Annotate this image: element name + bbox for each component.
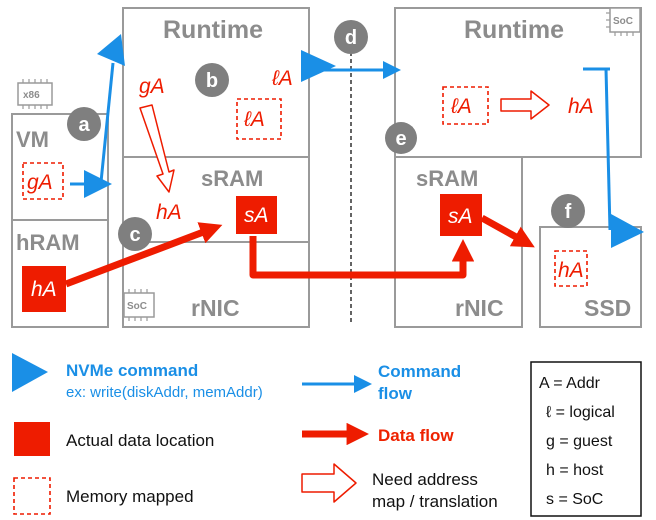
legend-memory-mapped: Memory mapped <box>66 487 194 506</box>
step-e-label: e <box>395 128 406 150</box>
hram-ha-label: hA <box>31 278 57 301</box>
right-la-label: ℓA <box>450 95 472 118</box>
hram-label: hRAM <box>16 230 80 255</box>
right-la-mapped-box <box>442 86 489 125</box>
step-d-badge: d <box>334 20 368 54</box>
x86-chip-icon: x86 <box>17 79 53 109</box>
legend: NVMe command ex: write(diskAddr, memAddr… <box>12 353 498 515</box>
key-line-host: h = host <box>546 462 604 479</box>
step-f-label: f <box>565 201 572 223</box>
translation-arrow-lA-to-hA <box>500 90 550 120</box>
soc-chip-right-icon: SoC <box>606 7 641 36</box>
runtime-ga-label: gA <box>139 75 165 98</box>
legend-need-map-1: Need address <box>372 470 478 489</box>
step-b-badge: b <box>195 63 229 97</box>
translation-arrow-gA-to-hA <box>139 104 175 193</box>
legend-nvme-title: NVMe command <box>66 361 198 380</box>
vm-ga-label: gA <box>27 171 53 194</box>
step-f-badge: f <box>551 194 585 228</box>
step-d-label: d <box>345 27 357 49</box>
runtime-la-label: ℓA <box>271 67 293 90</box>
key-line-soc: s = SoC <box>546 491 603 508</box>
step-e-badge: e <box>385 122 417 154</box>
legend-command-flow-2: flow <box>378 384 413 403</box>
legend-data-flow: Data flow <box>378 426 454 445</box>
sram-left-sa-block <box>236 196 277 234</box>
legend-actual-data: Actual data location <box>66 431 214 450</box>
step-c-badge: c <box>118 217 152 251</box>
key-line-addr: A = Addr <box>539 375 601 392</box>
runtime-right-box <box>394 7 642 158</box>
x86-chip-label: x86 <box>23 90 40 101</box>
runtime-la-boxed-label: ℓA <box>243 108 265 131</box>
ssd-ha-mapped-box <box>554 250 588 287</box>
sram-left-label: sRAM <box>201 166 263 191</box>
legend-nvme-example: ex: write(diskAddr, memAddr) <box>66 384 263 401</box>
rnic-right-label: rNIC <box>455 295 504 321</box>
key-line-logical: ℓ = logical <box>546 404 615 421</box>
legend-nvme-command-icon <box>12 353 48 392</box>
step-a-label: a <box>78 114 90 136</box>
vm-label: VM <box>16 127 49 152</box>
soc-chip-left-icon: SoC <box>123 289 155 321</box>
key-line-guest: g = guest <box>546 433 613 450</box>
rnic-left-label: rNIC <box>191 295 240 321</box>
step-c-label: c <box>129 224 140 246</box>
legend-memory-mapped-icon <box>13 477 51 515</box>
legend-need-map-2: map / translation <box>372 492 498 511</box>
legend-translation-icon <box>301 463 357 503</box>
data-flow-arrows <box>64 214 535 288</box>
runtime-la-mapped-box <box>236 98 282 140</box>
runtime-left-label: Runtime <box>163 16 263 44</box>
step-b-label: b <box>206 70 218 92</box>
vm-ga-mapped-box <box>22 162 64 200</box>
ssd-label: SSD <box>584 295 631 321</box>
ssd-ha-label: hA <box>558 259 584 282</box>
right-ha-label: hA <box>568 95 594 118</box>
hram-ha-block <box>22 266 66 312</box>
soc-chip-left-label: SoC <box>127 301 147 312</box>
runtime-ha-label: hA <box>156 201 182 224</box>
legend-actual-data-icon <box>14 422 50 456</box>
notation-key: A = Addr ℓ = logical g = guest h = host … <box>530 361 642 517</box>
legend-command-flow-1: Command <box>378 362 461 381</box>
sram-right-sa-label: sA <box>448 205 473 228</box>
sram-left-sa-label: sA <box>244 204 269 227</box>
sram-right-sa-block <box>440 194 482 236</box>
step-a-badge: a <box>67 107 101 141</box>
notation-key-box <box>530 361 642 517</box>
soc-chip-right-label: SoC <box>613 16 633 27</box>
runtime-right-label: Runtime <box>464 16 564 44</box>
sram-right-label: sRAM <box>416 166 478 191</box>
command-flow-arrows <box>70 34 644 248</box>
